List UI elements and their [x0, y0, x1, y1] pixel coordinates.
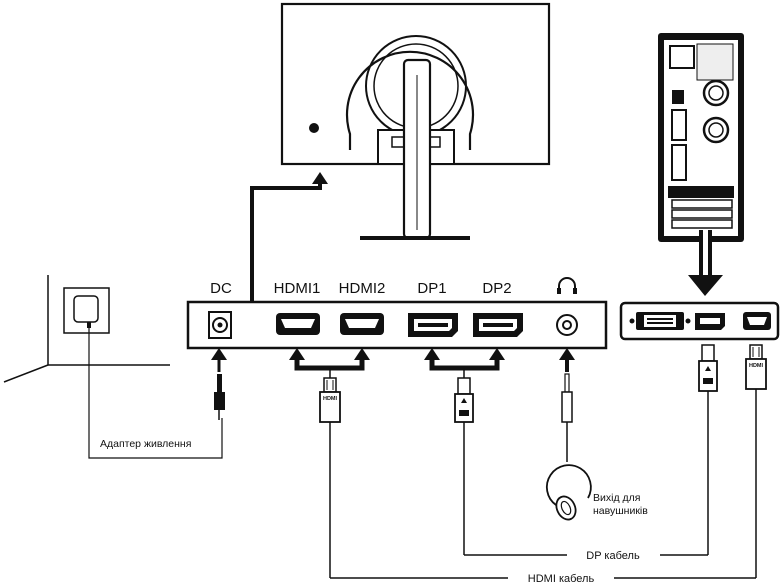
- audio-out-label-2: навушників: [593, 505, 648, 517]
- wall-outlet: [3, 275, 170, 383]
- hdmi-plug-monitor: [319, 377, 341, 578]
- dc-label: DC: [210, 280, 232, 297]
- pc-hdmi-port: [743, 312, 771, 330]
- audio-out-label-1: Вихід для: [593, 492, 640, 504]
- pc-tower-rear: [658, 33, 744, 242]
- headphone-icon: [557, 277, 577, 294]
- power-button-icon: [309, 123, 319, 133]
- dc-to-monitor-line: [250, 181, 322, 302]
- adapter-cable: [88, 328, 223, 459]
- hdmi-plug-pc-text: HDMI: [749, 363, 764, 369]
- dp-cable-label: DP кабель: [586, 550, 640, 562]
- hdmi1-port[interactable]: [276, 313, 320, 335]
- hdmi-cable-label: HDMI кабель: [528, 573, 595, 585]
- dp-plug-pc: [698, 344, 718, 555]
- pc-dp-port: [695, 313, 725, 330]
- dp1-port[interactable]: [408, 313, 458, 337]
- hdmi-plug-pc: [745, 344, 767, 578]
- dp-plug-monitor: [454, 377, 474, 555]
- dvi-port: [629, 312, 691, 330]
- hdmi-plug-monitor-text: HDMI: [323, 396, 338, 402]
- dp2-label: DP2: [482, 280, 511, 297]
- adapter-label: Адаптер живлення: [100, 438, 191, 450]
- dc-plug: [214, 374, 225, 420]
- monitor-rear-view: [280, 2, 551, 240]
- headphone-jack[interactable]: [556, 314, 578, 336]
- dp-bracket-arrows: [424, 348, 505, 378]
- monitor-io-panel: [186, 300, 608, 350]
- dc-insert-arrow: [211, 348, 227, 372]
- audio-plug: [561, 373, 573, 462]
- pc-to-ports-arrow: [688, 230, 723, 296]
- hdmi-bracket-arrows: [289, 348, 370, 378]
- dc-port[interactable]: [208, 311, 232, 339]
- audio-insert-arrow: [559, 348, 575, 372]
- dp1-label: DP1: [417, 280, 446, 297]
- headphones-icon: [546, 464, 592, 521]
- hdmi2-port[interactable]: [340, 313, 384, 335]
- hdmi2-label: HDMI2: [339, 280, 386, 297]
- dp2-port[interactable]: [473, 313, 523, 337]
- hdmi1-label: HDMI1: [274, 280, 321, 297]
